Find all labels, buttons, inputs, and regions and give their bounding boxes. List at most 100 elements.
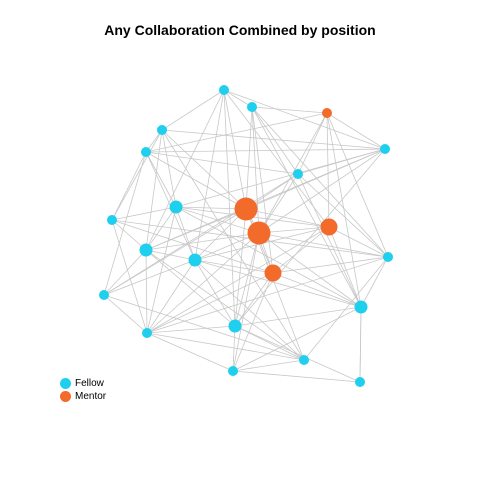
node-f17 — [228, 366, 238, 376]
legend-swatch-mentor — [60, 391, 71, 402]
edge-f6-f12 — [103, 173, 299, 296]
edge-f18-f13 — [359, 306, 362, 383]
edge-f15-f16 — [234, 325, 305, 361]
edge-f5-m3 — [258, 148, 386, 234]
edge-f4-f12 — [103, 151, 147, 296]
edge-f11-f13 — [360, 256, 389, 308]
edge-f10-f16 — [194, 259, 305, 361]
nodes-layer — [99, 85, 393, 387]
edge-f8-m3 — [175, 206, 260, 234]
edge-f15-f18 — [234, 325, 361, 383]
node-f7 — [107, 215, 117, 225]
edge-f8-f13 — [175, 206, 362, 308]
legend-item-mentor: Mentor — [60, 390, 106, 403]
edge-m1-m4 — [326, 112, 330, 228]
edge-f6-m3 — [258, 173, 299, 234]
edge-m3-f13 — [258, 232, 362, 308]
edge-f7-f14 — [111, 219, 148, 334]
edge-f1-f3 — [161, 89, 225, 131]
edge-f16-f17 — [232, 359, 305, 372]
node-m4 — [320, 218, 338, 236]
edge-f10-m5 — [194, 259, 274, 274]
node-f14 — [142, 328, 152, 338]
edge-f14-f16 — [146, 332, 305, 361]
edge-m1-f6 — [297, 112, 328, 175]
edge-f2-f11 — [251, 106, 389, 258]
node-f8 — [169, 200, 183, 214]
edge-f4-f7 — [111, 151, 147, 221]
edge-m2-f9 — [145, 208, 247, 251]
edge-f10-f14 — [146, 259, 196, 334]
legend-item-fellow: Fellow — [60, 377, 106, 390]
edge-f2-f6 — [251, 106, 299, 175]
node-f3 — [157, 125, 167, 135]
edge-f2-m1 — [251, 106, 328, 114]
edge-f9-f12 — [103, 249, 147, 296]
edge-f6-f13 — [297, 173, 362, 308]
edge-m5-f17 — [232, 272, 274, 372]
edge-f3-f5 — [161, 129, 386, 150]
node-f13 — [354, 300, 368, 314]
edge-f10-f15 — [194, 259, 236, 327]
edge-f3-f16 — [161, 129, 305, 361]
edge-m4-f14 — [146, 226, 330, 334]
node-f4 — [141, 147, 151, 157]
node-m2 — [234, 197, 258, 221]
edge-m3-f11 — [258, 232, 389, 258]
edge-f3-f9 — [145, 129, 163, 251]
edge-m3-f15 — [234, 232, 260, 327]
edge-f17-f18 — [232, 370, 361, 383]
edge-f8-f14 — [146, 206, 177, 334]
edge-f2-m2 — [245, 106, 253, 210]
edge-m4-f11 — [328, 226, 389, 258]
node-f11 — [383, 252, 393, 262]
edge-f1-f2 — [223, 89, 253, 108]
edge-f7-f9 — [111, 219, 147, 251]
edge-m1-f4 — [145, 112, 328, 153]
edge-m5-f14 — [146, 272, 274, 334]
edge-f5-f4 — [145, 148, 386, 153]
legend: Fellow Mentor — [60, 377, 106, 403]
edge-m1-f11 — [326, 112, 389, 258]
edge-m4-m5 — [272, 226, 330, 274]
edge-f8-m2 — [175, 206, 247, 210]
edge-m4-f13 — [328, 226, 362, 308]
edge-f13-f17 — [232, 306, 362, 372]
edge-m2-m4 — [245, 208, 330, 228]
edge-m5-f11 — [272, 256, 389, 274]
node-m1 — [322, 108, 332, 118]
edge-f6-f11 — [297, 173, 389, 258]
edge-m1-f13 — [326, 112, 362, 308]
edge-f12-f16 — [103, 294, 305, 361]
node-f12 — [99, 290, 109, 300]
edges-layer — [103, 89, 389, 383]
edge-f5-f9 — [145, 148, 386, 251]
edge-f8-f9 — [145, 206, 177, 251]
legend-swatch-fellow — [60, 378, 71, 389]
legend-label-fellow: Fellow — [75, 378, 104, 389]
edge-m3-m4 — [258, 226, 330, 234]
edge-m2-f10 — [194, 208, 247, 261]
edge-f7-m5 — [111, 219, 274, 274]
edge-f14-f17 — [146, 332, 234, 372]
edge-f11-f14 — [146, 256, 389, 334]
edge-f1-m4 — [223, 89, 330, 228]
edge-f9-f15 — [145, 249, 236, 327]
edge-f6-f4 — [145, 151, 299, 175]
edge-f12-f14 — [103, 294, 148, 334]
edge-f4-f8 — [145, 151, 177, 208]
edge-f3-m2 — [161, 129, 247, 210]
edge-m5-f13 — [272, 272, 362, 308]
edge-f14-f15 — [146, 325, 236, 334]
edge-f9-f14 — [145, 249, 148, 334]
node-f10 — [188, 253, 202, 267]
edge-f12-m2 — [103, 208, 247, 296]
node-f5 — [380, 144, 390, 154]
edge-f12-f10 — [103, 259, 196, 296]
edge-f1-f9 — [145, 89, 225, 251]
edge-f1-f15 — [223, 89, 236, 327]
edge-f7-f8 — [111, 206, 177, 221]
node-f6 — [293, 169, 303, 179]
plot-title: Any Collaboration Combined by position — [104, 22, 376, 38]
